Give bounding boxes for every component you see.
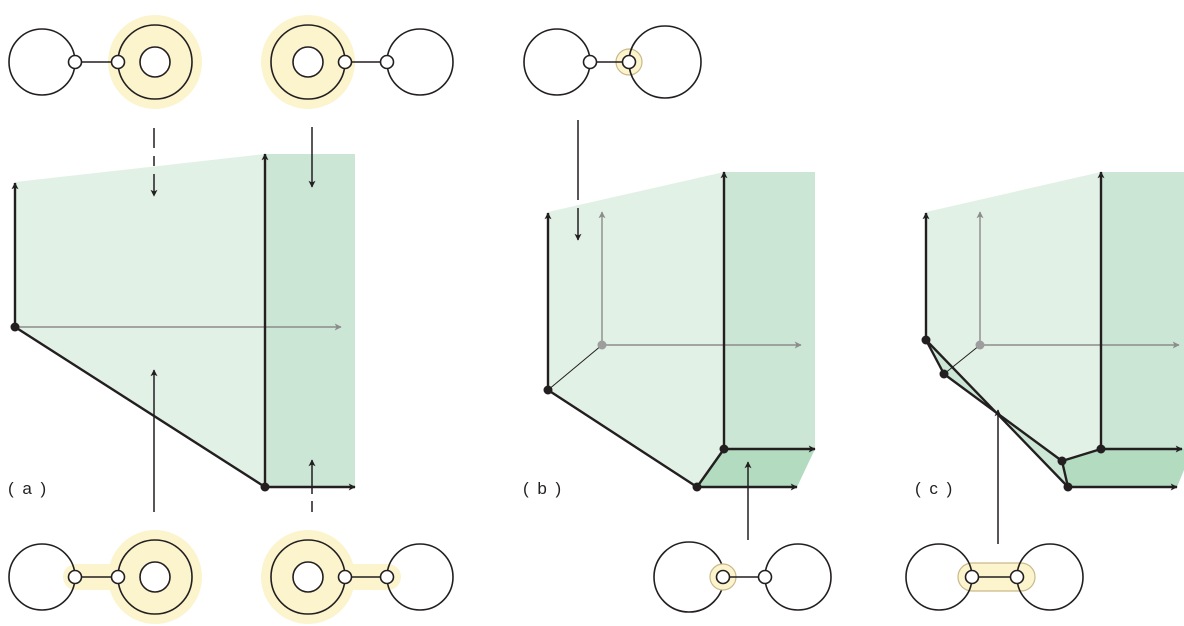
graph-glyph bbox=[8, 15, 202, 109]
panel-c-side-face bbox=[1101, 172, 1184, 449]
panel-a: ( a ) bbox=[8, 15, 454, 624]
panel-c-bottom-face bbox=[1062, 449, 1184, 487]
panel-c-edge-mid bbox=[1061, 447, 1102, 463]
vertex-dot bbox=[939, 369, 949, 379]
panel-b-edge-short bbox=[696, 448, 725, 488]
graph-glyph bbox=[261, 15, 454, 109]
panel-b-bottom-face bbox=[697, 449, 815, 487]
panel-b: ( b ) bbox=[523, 25, 832, 613]
hidden-vertex-dot bbox=[597, 340, 607, 350]
vertex-dot bbox=[1063, 482, 1073, 492]
panel-a-label: ( a ) bbox=[8, 479, 48, 498]
panel-c-edge-short-left bbox=[924, 339, 946, 375]
graph-glyph bbox=[8, 530, 202, 624]
vertex-dot bbox=[10, 322, 20, 332]
panel-a-edge-slant bbox=[14, 325, 266, 489]
graph-glyph bbox=[261, 530, 454, 624]
vertex-dot bbox=[1057, 456, 1067, 466]
panel-b-front-face bbox=[548, 172, 724, 487]
graph-glyph bbox=[905, 543, 1084, 611]
panel-c-label: ( c ) bbox=[915, 479, 954, 498]
panel-c-edge-inner bbox=[943, 373, 1063, 462]
panel-a-front-face bbox=[15, 154, 265, 487]
vertex-dot bbox=[260, 482, 270, 492]
graph-glyph bbox=[523, 25, 702, 99]
vertex-dot bbox=[1096, 444, 1106, 454]
panel-b-thin-edge bbox=[547, 344, 603, 391]
panel-a-side-face bbox=[265, 154, 355, 487]
vertex-dot bbox=[921, 335, 931, 345]
panel-b-side-face bbox=[724, 172, 815, 449]
vertex-dot bbox=[543, 385, 553, 395]
hidden-vertex-dot bbox=[975, 340, 985, 350]
vertex-dot bbox=[692, 482, 702, 492]
panel-b-edge-slant bbox=[547, 388, 698, 489]
vertex-dot bbox=[719, 444, 729, 454]
panel-c-front-face bbox=[926, 172, 1101, 461]
panel-c-thin-edge bbox=[943, 344, 981, 375]
graph-glyph bbox=[653, 541, 832, 613]
panel-c: ( c ) bbox=[905, 171, 1184, 611]
panel-b-label: ( b ) bbox=[523, 479, 563, 498]
